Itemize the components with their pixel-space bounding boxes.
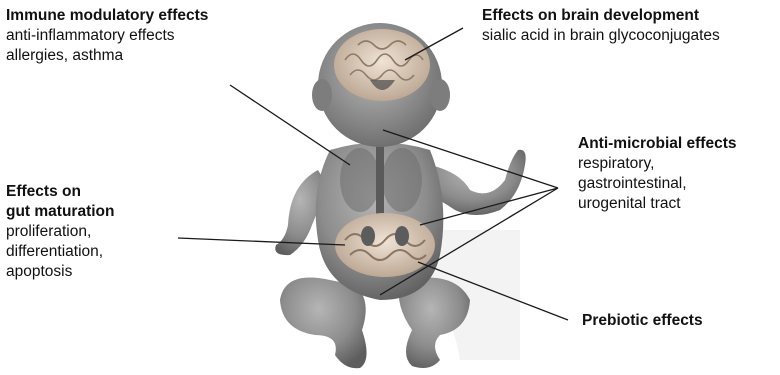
microbial-line-1: respiratory, [578,154,736,174]
gut-label: Effects on gut maturation proliferation,… [6,182,115,282]
gut-title-1: Effects on [6,182,115,202]
immune-label: Immune modulatory effects anti-inflammat… [6,6,208,66]
brain-title: Effects on brain development [482,6,720,26]
brain-label: Effects on brain development sialic acid… [482,6,720,46]
brain [334,29,430,101]
gut-title-2: gut maturation [6,202,115,222]
brain-line-1: sialic acid in brain glycoconjugates [482,26,720,46]
intestines [335,213,435,277]
prebiotic-title: Prebiotic effects [582,311,703,331]
gut-line-1: proliferation, [6,222,115,242]
immune-title: Immune modulatory effects [6,6,208,26]
microbial-label: Anti-microbial effects respiratory, gast… [578,134,736,214]
immune-line-1: anti-inflammatory effects [6,26,208,46]
gut-line-3: apoptosis [6,262,115,282]
right-arm [430,150,526,215]
microbial-title: Anti-microbial effects [578,134,736,154]
prebiotic-label: Prebiotic effects [582,311,703,331]
microbial-line-3: urogenital tract [578,194,736,214]
microbial-line-2: gastrointestinal, [578,174,736,194]
gut-line-2: differentiation, [6,242,115,262]
immune-line-2: allergies, asthma [6,46,208,66]
